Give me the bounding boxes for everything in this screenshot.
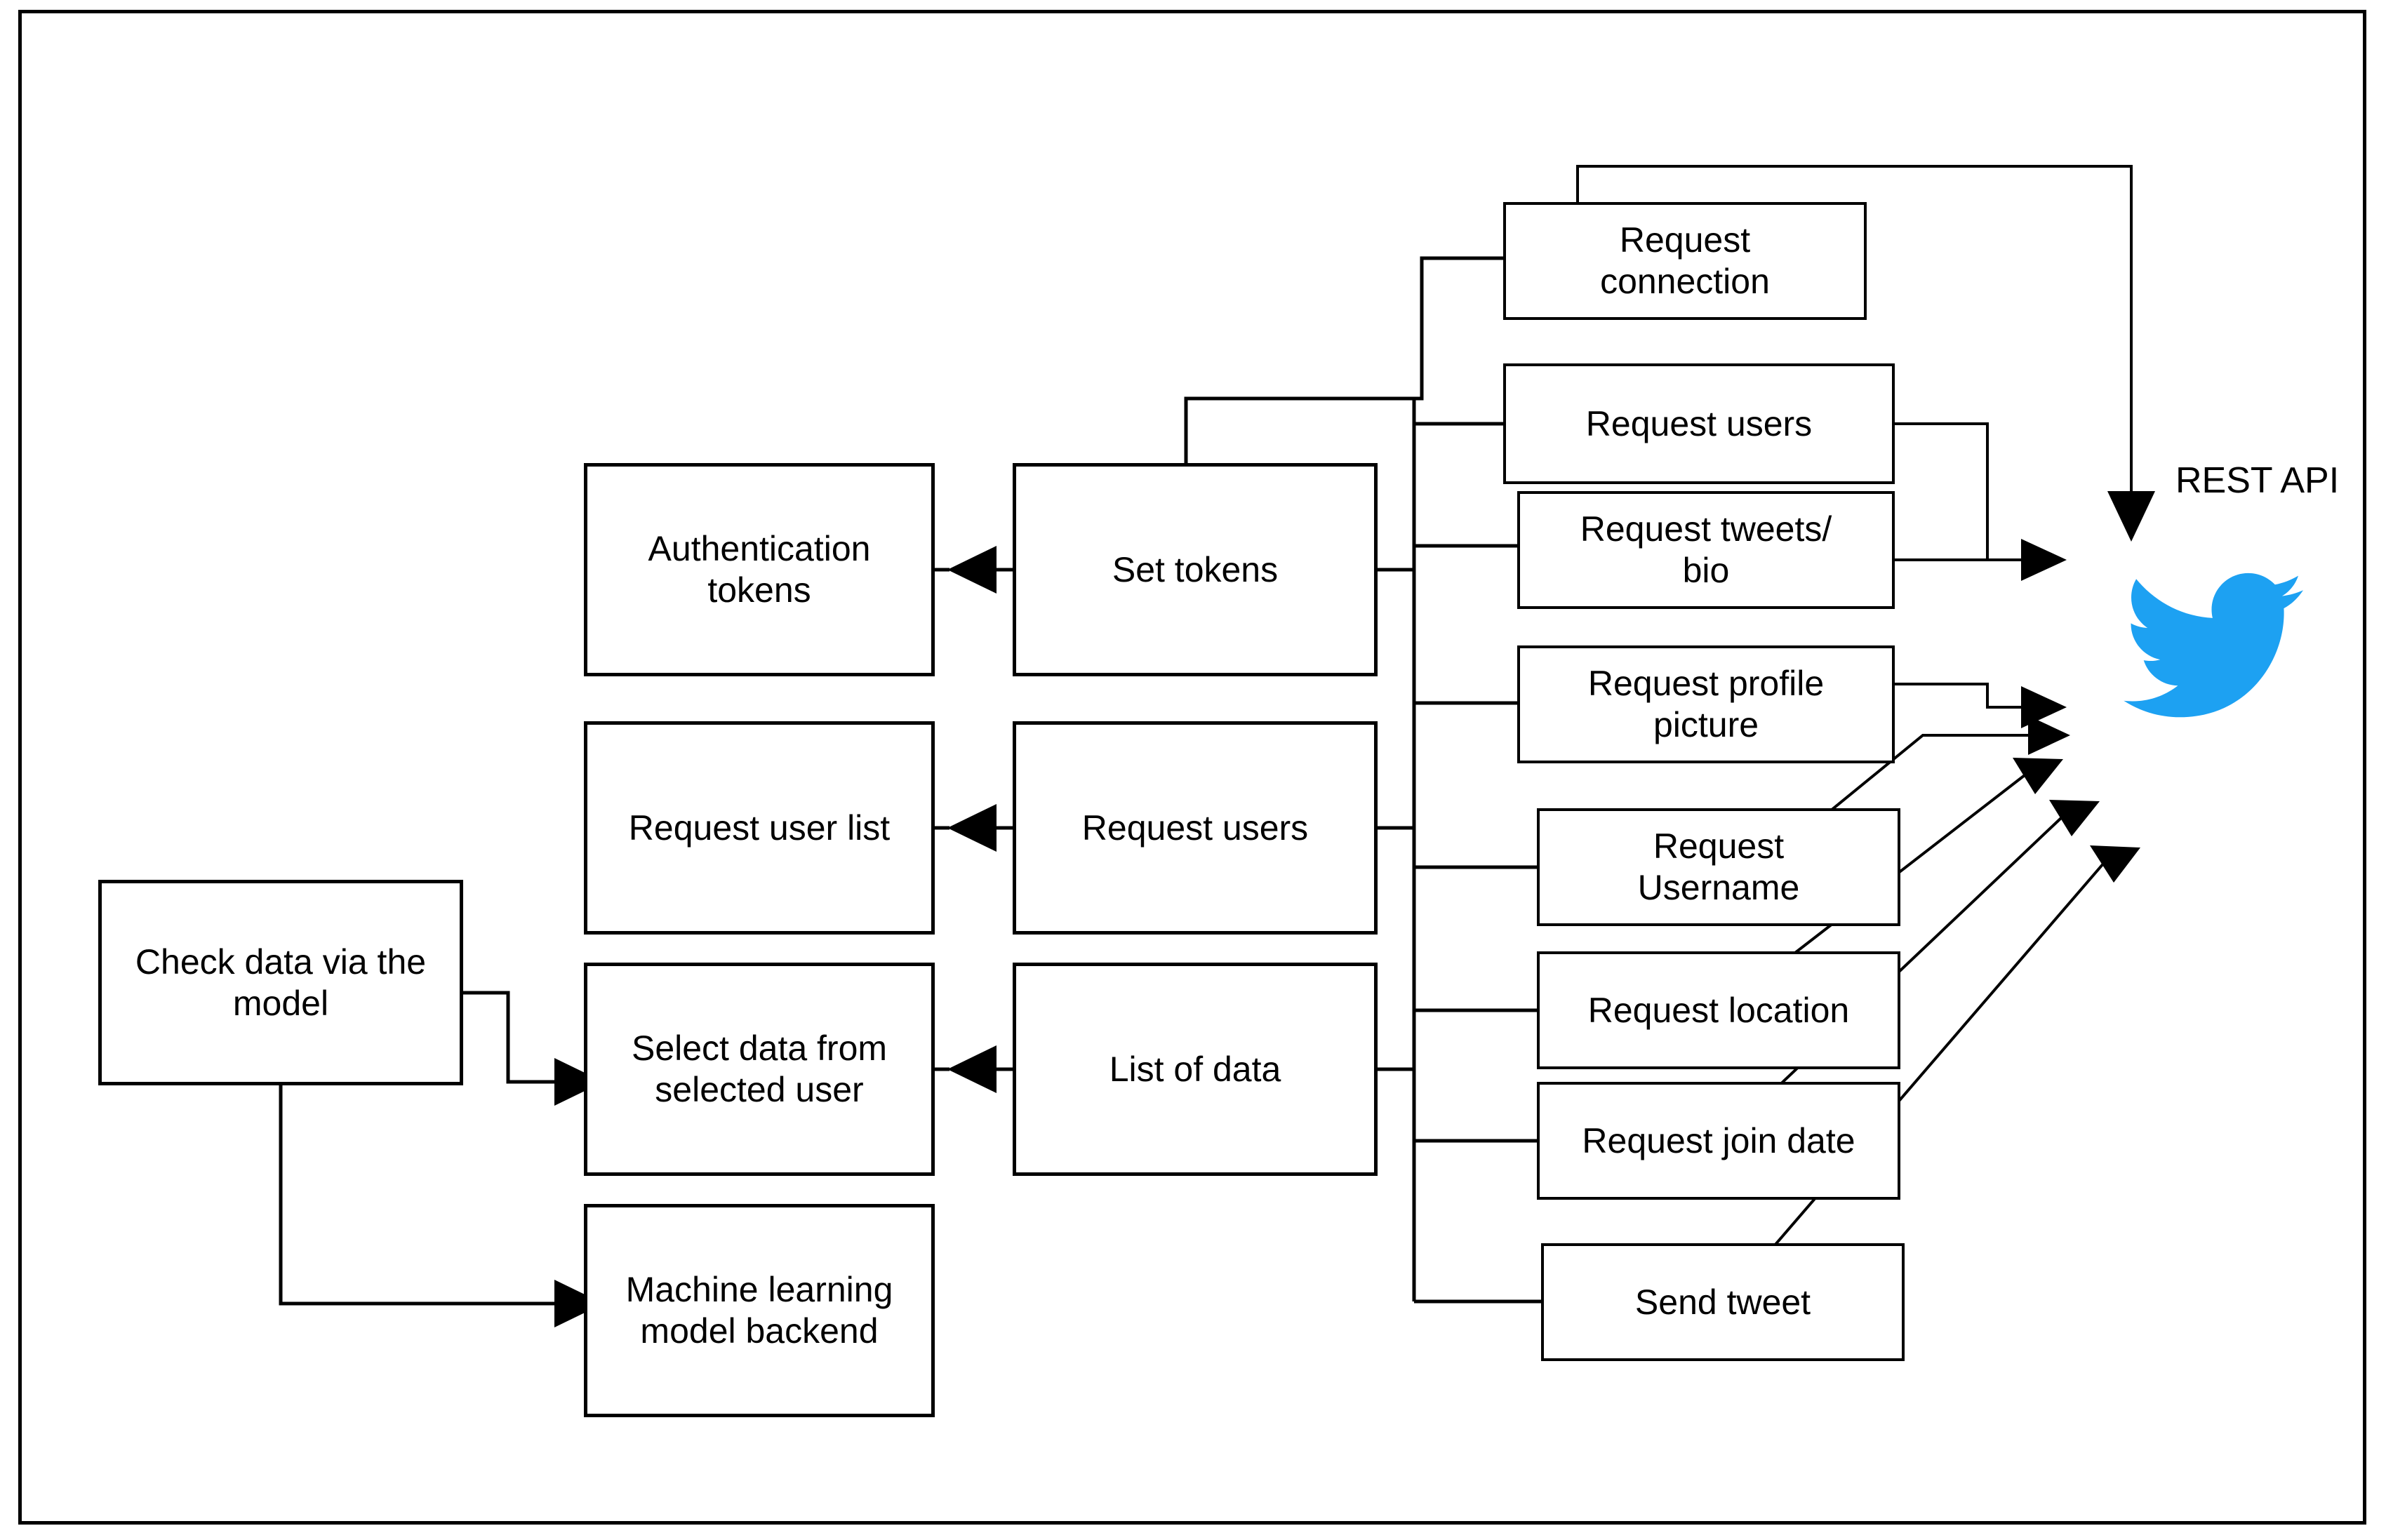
node-request-tweets-bio[interactable]: Request tweets/ bio (1517, 491, 1895, 609)
twitter-bird-icon (2124, 573, 2303, 718)
node-request-users-api[interactable]: Request users (1503, 363, 1895, 484)
node-request-user-list[interactable]: Request user list (584, 721, 935, 935)
node-request-username[interactable]: Request Username (1537, 808, 1900, 926)
diagram-border (18, 10, 2366, 1525)
edge-request-users-to-user-list (935, 804, 1013, 852)
edge-request-connection-to-rest-api (1576, 165, 2155, 542)
rest-api-label: REST API (2175, 460, 2340, 501)
node-authentication-tokens[interactable]: Authentication tokens (584, 463, 935, 676)
node-request-connection[interactable]: Request connection (1503, 202, 1867, 320)
edge-request-users-api-to-twitter (1895, 422, 2067, 581)
edge-list-of-data-to-select-data (935, 1045, 1013, 1093)
edge-check-data-to-select-data (463, 991, 604, 1106)
node-request-join-date[interactable]: Request join date (1537, 1082, 1900, 1200)
node-request-users-middle[interactable]: Request users (1013, 721, 1378, 935)
edge-send-tweet-to-twitter (1725, 845, 2140, 1303)
edge-set-tokens-to-auth-tokens (933, 546, 1013, 594)
node-check-data-via-the-model[interactable]: Check data via the model (98, 880, 463, 1085)
node-request-profile-picture[interactable]: Request profile picture (1517, 645, 1895, 763)
node-select-data-from-selected-user[interactable]: Select data from selected user (584, 963, 935, 1176)
node-list-of-data[interactable]: List of data (1013, 963, 1378, 1176)
node-machine-learning-model-backend[interactable]: Machine learning model backend (584, 1204, 935, 1417)
node-set-tokens[interactable]: Set tokens (1013, 463, 1378, 676)
node-send-tweet[interactable]: Send tweet (1541, 1243, 1905, 1361)
node-request-location[interactable]: Request location (1537, 951, 1900, 1069)
edge-check-data-to-ml-backend (279, 1085, 604, 1327)
api-request-bus (1412, 399, 1541, 1304)
edge-set-tokens-to-request-connection (1184, 256, 1503, 468)
